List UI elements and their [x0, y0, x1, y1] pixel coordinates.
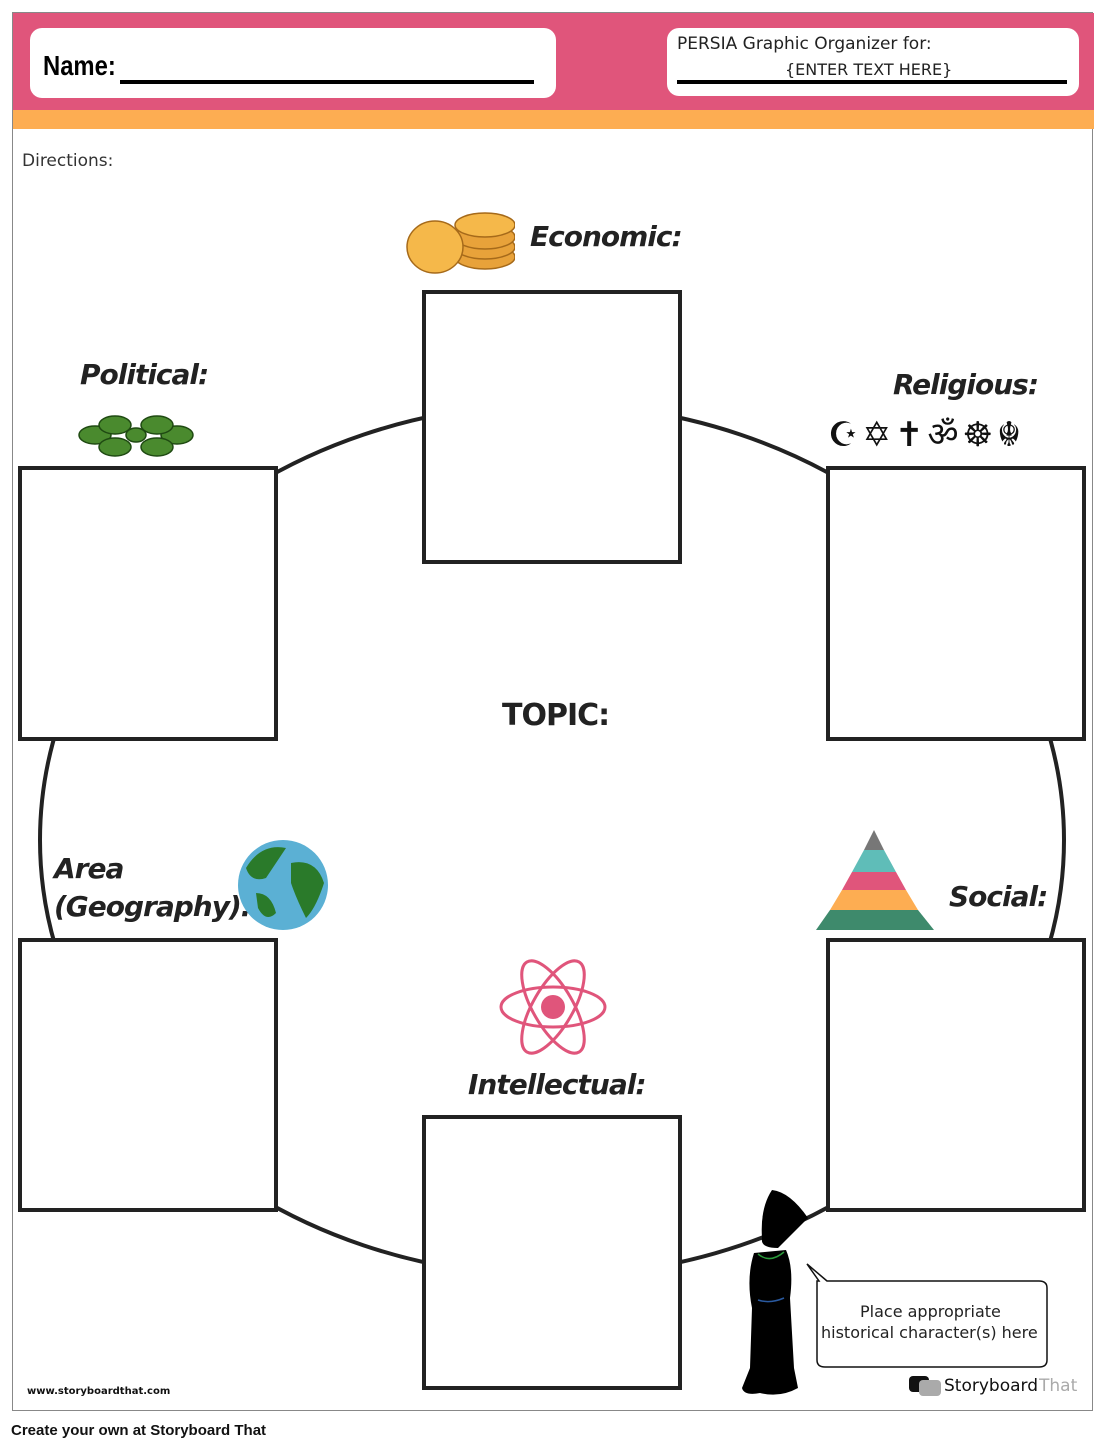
area-box[interactable] — [18, 938, 278, 1212]
political-label: Political: — [80, 358, 209, 391]
name-field-line[interactable] — [120, 80, 534, 84]
speech-bubble-line1[interactable]: Place appropriate — [860, 1302, 1001, 1321]
brand-that: That — [1039, 1376, 1078, 1396]
social-pyramid-icon — [816, 830, 934, 930]
organizer-title: PERSIA Graphic Organizer for: — [677, 34, 932, 54]
economic-box[interactable] — [422, 290, 682, 564]
religious-box[interactable] — [826, 466, 1086, 741]
globe-icon — [238, 840, 328, 930]
storyboardthat-logo-icon — [909, 1376, 941, 1396]
area-label: Area — [54, 852, 124, 885]
organizer-topic-field[interactable]: {ENTER TEXT HERE} — [785, 60, 953, 79]
religious-symbols-icon: ☪✡✝ॐ☸☬ — [828, 415, 1026, 455]
create-your-own-link[interactable]: Create your own at Storyboard That — [11, 1422, 267, 1439]
religious-label: Religious: — [893, 368, 1039, 401]
brand-storyboard: Storyboard — [944, 1376, 1038, 1396]
organizer-line — [677, 80, 1067, 84]
political-box[interactable] — [18, 466, 278, 741]
atom-icon — [499, 959, 607, 1055]
intellectual-label: Intellectual: — [468, 1068, 647, 1101]
name-card: Name: — [30, 28, 556, 98]
speech-bubble-line2[interactable]: historical character(s) here — [821, 1323, 1038, 1342]
social-label: Social: — [949, 880, 1048, 913]
social-box[interactable] — [826, 938, 1086, 1212]
site-url: www.storyboardthat.com — [27, 1386, 171, 1397]
intellectual-box[interactable] — [422, 1115, 682, 1390]
coins-icon — [406, 212, 515, 274]
speech-bubble — [806, 1263, 1048, 1368]
laurel-wreath-icon — [78, 415, 194, 457]
historical-character-silhouette — [742, 1190, 808, 1395]
directions-label: Directions: — [22, 151, 114, 171]
name-label: Name: — [43, 50, 116, 81]
worksheet-frame — [12, 12, 1093, 1411]
topic-label[interactable]: TOPIC: — [502, 698, 610, 733]
organizer-card: PERSIA Graphic Organizer for: {ENTER TEX… — [667, 28, 1079, 96]
area-sub-label: (Geography): — [54, 890, 252, 923]
economic-label: Economic: — [530, 220, 683, 253]
header-stripe — [13, 110, 1094, 129]
